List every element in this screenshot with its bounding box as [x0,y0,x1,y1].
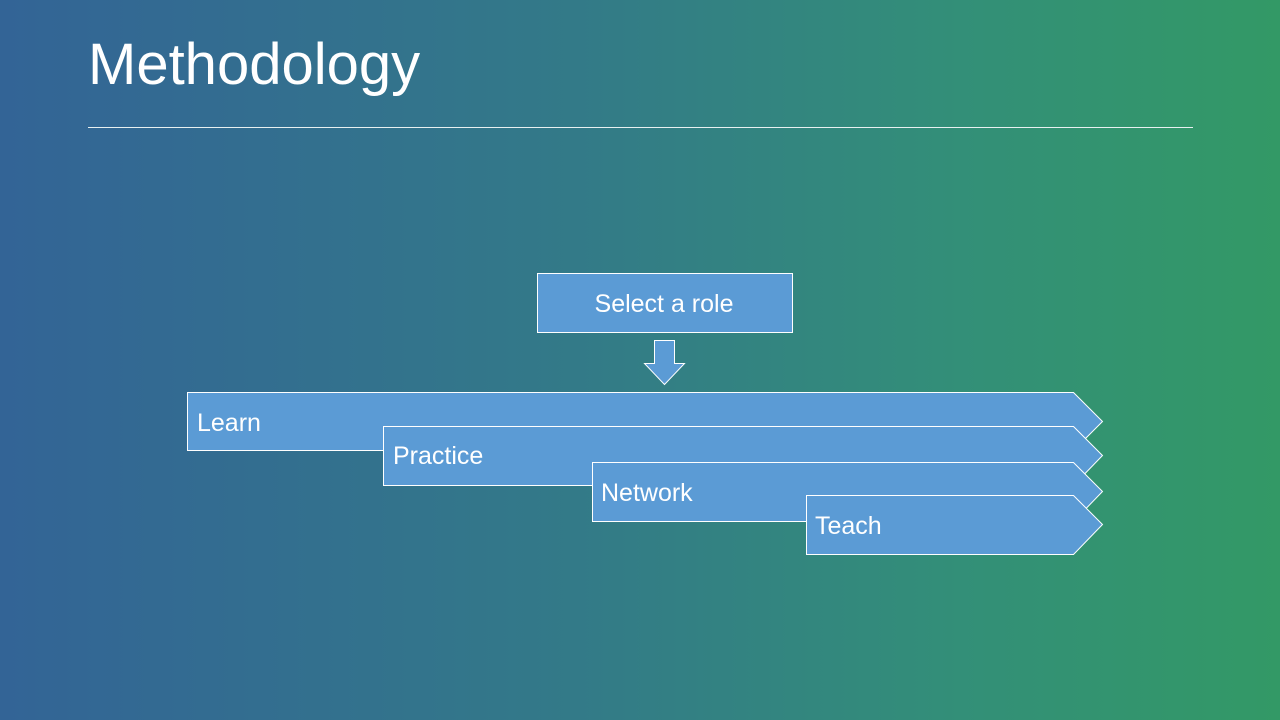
stage-teach: Teach [806,495,1104,555]
select-role-box: Select a role [537,273,793,333]
stage-teach-arrow [806,495,1104,555]
select-role-box-shape [537,273,793,333]
stage-learn-label: Learn [197,409,261,437]
select-role-label: Select a role [595,290,734,318]
stage-teach-label: Teach [815,512,882,540]
stage-practice-label: Practice [393,442,483,470]
stage-network-label: Network [601,479,693,507]
slide-title: Methodology [88,32,421,97]
down-arrow-icon [643,340,686,386]
title-divider [88,127,1193,128]
